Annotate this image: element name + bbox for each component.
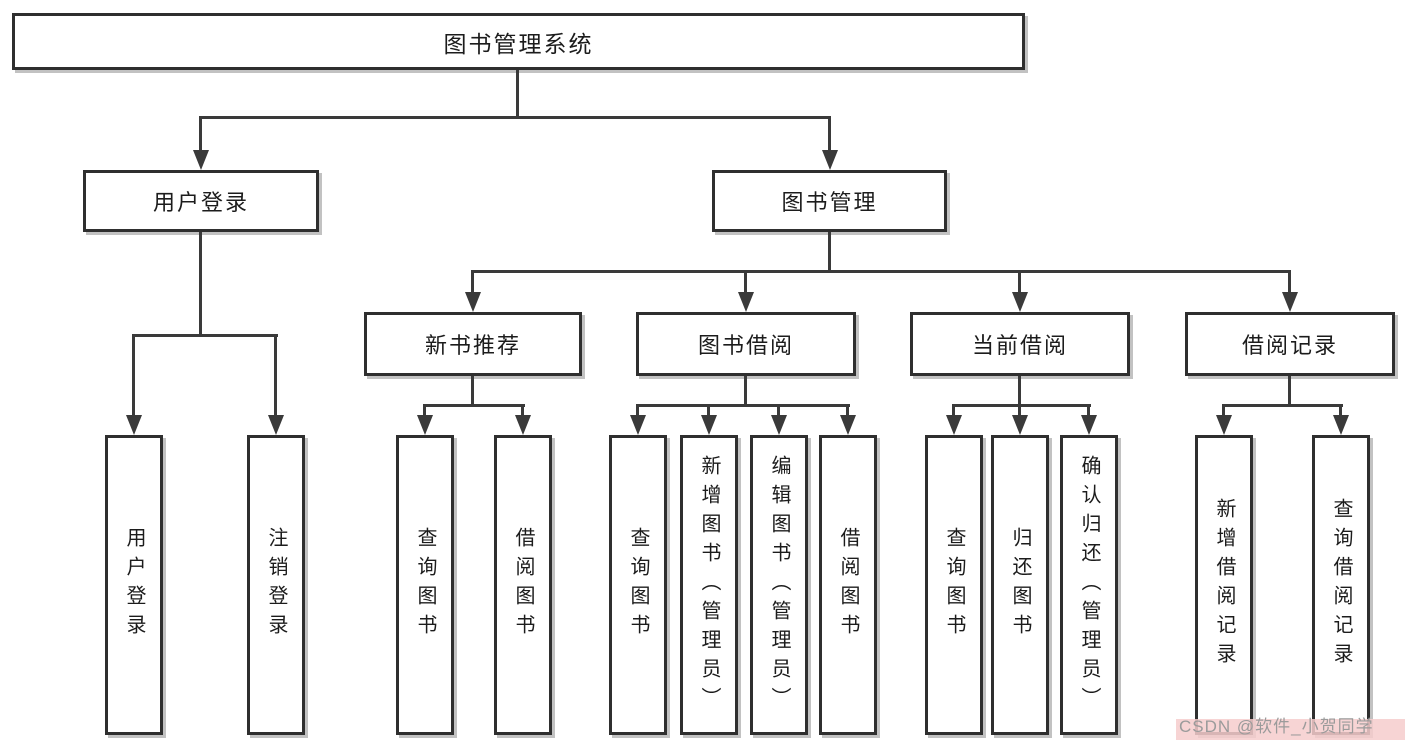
node-leaf-add-books-admin: 新增图书（管理员） xyxy=(680,435,738,735)
watermark-highlight xyxy=(1176,719,1405,740)
connector-line xyxy=(471,376,474,406)
node-leaf-borrow-books: 借阅图书 xyxy=(819,435,877,735)
node-leaf-borrow-books-recommend: 借阅图书 xyxy=(494,435,552,735)
connector-line xyxy=(471,270,474,294)
arrow-down-icon xyxy=(1333,415,1349,435)
connector-line xyxy=(274,334,277,417)
node-label: 编辑图书（管理员） xyxy=(768,454,790,716)
node-label: 注销登录 xyxy=(265,527,287,643)
connector-line xyxy=(521,404,524,417)
node-current-borrowing: 当前借阅 xyxy=(910,312,1130,376)
node-book-management: 图书管理 xyxy=(712,170,947,232)
arrow-down-icon xyxy=(1216,415,1232,435)
node-label: 借阅图书 xyxy=(837,527,859,643)
connector-line xyxy=(952,404,955,417)
node-label: 图书借阅 xyxy=(697,333,794,358)
node-leaf-query-books-borrow: 查询图书 xyxy=(609,435,667,735)
connector-line xyxy=(1018,270,1021,294)
arrow-down-icon xyxy=(1282,292,1298,312)
arrow-down-icon xyxy=(465,292,481,312)
arrow-down-icon xyxy=(1012,292,1028,312)
connector-line xyxy=(199,232,202,336)
node-leaf-query-books-recommend: 查询图书 xyxy=(396,435,454,735)
node-label: 确认归还（管理员） xyxy=(1078,454,1100,716)
arrow-down-icon xyxy=(193,150,209,170)
node-label: 新书推荐 xyxy=(424,333,521,358)
node-book-borrowing: 图书借阅 xyxy=(636,312,856,376)
node-leaf-logout: 注销登录 xyxy=(247,435,305,735)
connector-line xyxy=(516,70,519,116)
node-leaf-user-login: 用户登录 xyxy=(105,435,163,735)
node-label: 查询图书 xyxy=(414,527,436,643)
arrow-down-icon xyxy=(126,415,142,435)
connector-line xyxy=(1288,270,1291,294)
arrow-down-icon xyxy=(701,415,717,435)
connector-line xyxy=(423,404,426,417)
node-label: 借阅记录 xyxy=(1241,333,1338,358)
connector-line xyxy=(828,116,831,152)
node-new-book-recommendation: 新书推荐 xyxy=(364,312,582,376)
node-borrowing-records: 借阅记录 xyxy=(1185,312,1395,376)
arrow-down-icon xyxy=(417,415,433,435)
arrow-down-icon xyxy=(946,415,962,435)
node-label: 当前借阅 xyxy=(971,333,1068,358)
connector-line xyxy=(846,404,849,417)
node-leaf-confirm-return-admin: 确认归还（管理员） xyxy=(1060,435,1118,735)
node-leaf-return-books: 归还图书 xyxy=(991,435,1049,735)
node-label: 归还图书 xyxy=(1009,527,1031,643)
node-leaf-add-borrow-record: 新增借阅记录 xyxy=(1195,435,1253,735)
node-label: 查询借阅记录 xyxy=(1330,498,1352,672)
arrow-down-icon xyxy=(1012,415,1028,435)
node-label: 查询图书 xyxy=(627,527,649,643)
arrow-down-icon xyxy=(630,415,646,435)
connector-line xyxy=(199,116,831,119)
node-leaf-query-borrow-record: 查询借阅记录 xyxy=(1312,435,1370,735)
connector-line xyxy=(777,404,780,417)
connector-line xyxy=(199,116,202,152)
node-label: 图书管理系统 xyxy=(443,30,594,57)
arrow-down-icon xyxy=(738,292,754,312)
connector-line xyxy=(636,404,639,417)
connector-line xyxy=(1018,376,1021,406)
node-label: 新增借阅记录 xyxy=(1213,498,1235,672)
watermark-text: CSDN @软件_小贺同学 xyxy=(1179,717,1374,736)
node-label: 图书管理 xyxy=(781,190,878,215)
node-label: 查询图书 xyxy=(943,527,965,643)
connector-line xyxy=(471,270,1291,273)
node-label: 新增图书（管理员） xyxy=(698,454,720,716)
connector-line xyxy=(636,404,850,407)
connector-line xyxy=(828,232,831,272)
connector-line xyxy=(423,404,525,407)
connector-line xyxy=(1087,404,1090,417)
node-leaf-query-books-current: 查询图书 xyxy=(925,435,983,735)
connector-line xyxy=(1288,376,1291,406)
connector-line xyxy=(1339,404,1342,417)
connector-line xyxy=(1222,404,1343,407)
arrow-down-icon xyxy=(822,150,838,170)
node-user-login: 用户登录 xyxy=(83,170,319,232)
node-root-library-system: 图书管理系统 xyxy=(12,13,1025,70)
node-label: 用户登录 xyxy=(152,190,249,215)
node-label: 用户登录 xyxy=(123,527,145,643)
connector-line xyxy=(1222,404,1225,417)
arrow-down-icon xyxy=(771,415,787,435)
arrow-down-icon xyxy=(840,415,856,435)
node-leaf-edit-books-admin: 编辑图书（管理员） xyxy=(750,435,808,735)
arrow-down-icon xyxy=(1081,415,1097,435)
connector-line xyxy=(132,334,278,337)
arrow-down-icon xyxy=(268,415,284,435)
connector-line xyxy=(744,270,747,294)
connector-line xyxy=(744,376,747,406)
connector-line xyxy=(1018,404,1021,417)
node-label: 借阅图书 xyxy=(512,527,534,643)
arrow-down-icon xyxy=(515,415,531,435)
connector-line xyxy=(707,404,710,417)
connector-line xyxy=(952,404,1091,407)
connector-line xyxy=(132,334,135,417)
